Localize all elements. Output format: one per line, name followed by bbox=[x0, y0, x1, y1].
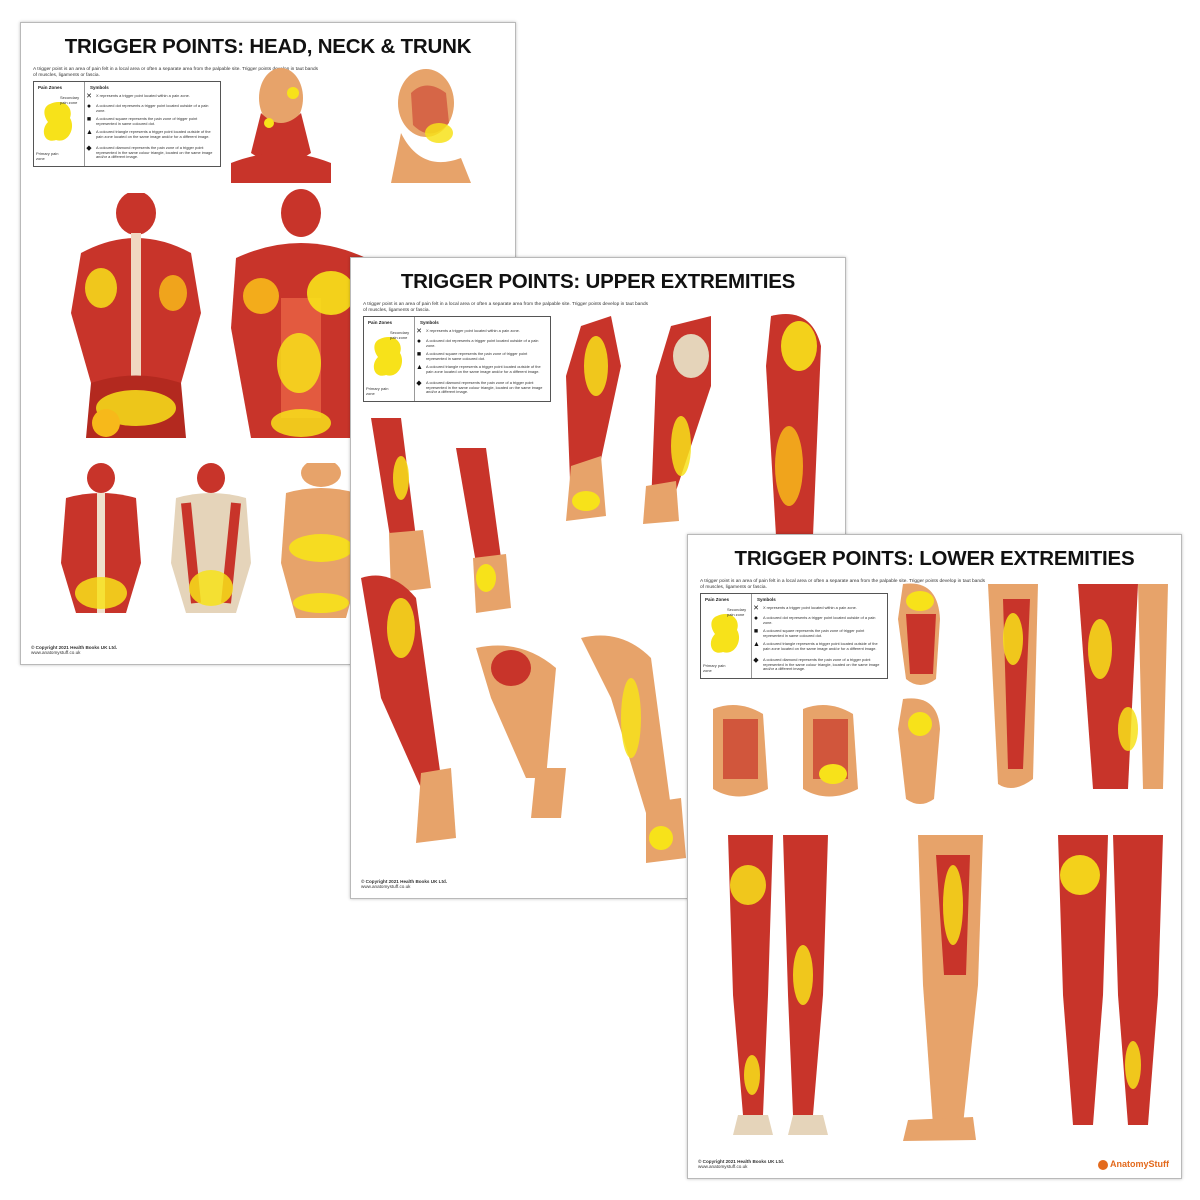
head-side-figure bbox=[391, 69, 471, 183]
foot-dorsal-figures bbox=[713, 705, 858, 797]
intro-text: A trigger point is an area of pain felt … bbox=[33, 67, 319, 78]
diamond-icon: ◆ bbox=[86, 145, 92, 152]
diamond-icon: ◆ bbox=[753, 657, 759, 664]
brand-logo-icon bbox=[1098, 1160, 1108, 1170]
primary-pain-zone-label: Primary pain zone bbox=[36, 151, 59, 161]
copyright-text: © Copyright 2021 Health Books UK Ltd. bbox=[361, 878, 448, 884]
leg-side-figure bbox=[988, 584, 1038, 788]
skin-back-figure bbox=[281, 463, 361, 618]
cross-icon: ✕ bbox=[86, 93, 92, 100]
copyright-block: © Copyright 2021 Health Books UK Ltd. ww… bbox=[361, 879, 447, 890]
copyright-block: © Copyright 2021 Health Books UK Ltd. ww… bbox=[698, 1159, 784, 1170]
poster-lower-extremities: TRIGGER POINTS: LOWER EXTREMITIES A trig… bbox=[687, 534, 1182, 1179]
pain-zone-swatch bbox=[43, 101, 73, 141]
foot-top-figure bbox=[898, 698, 940, 804]
forearm-figure-1 bbox=[371, 418, 431, 593]
back-torso-figure bbox=[71, 193, 201, 438]
arm-figure-5 bbox=[476, 645, 566, 818]
triangle-icon: ▲ bbox=[416, 364, 423, 371]
copyright-text: © Copyright 2021 Health Books UK Ltd. bbox=[31, 644, 118, 650]
arm-figure-1 bbox=[566, 316, 621, 521]
arm-figure-2 bbox=[643, 316, 711, 524]
symbols-header: Symbols bbox=[757, 597, 776, 602]
secondary-pain-zone-label: Secondary pain zone bbox=[60, 95, 80, 105]
leg-back-figure bbox=[1078, 584, 1168, 789]
arm-figure-4 bbox=[361, 575, 456, 843]
website-text: www.anatomystuff.co.uk bbox=[31, 650, 81, 656]
brand-logo: AnatomyStuff bbox=[1098, 1159, 1169, 1170]
legend-box: Pain Zones Secondary pain zone Primary p… bbox=[33, 81, 221, 167]
lower-illustrations-bottom bbox=[728, 835, 1163, 1141]
legs-back-figure bbox=[1058, 835, 1163, 1125]
front-torso-figure bbox=[231, 189, 371, 438]
website-text: www.anatomystuff.co.uk bbox=[698, 1164, 748, 1170]
arm-illustrations-top bbox=[566, 314, 821, 536]
square-icon: ■ bbox=[416, 351, 422, 358]
dot-icon: ● bbox=[416, 338, 422, 345]
back-deep-figure bbox=[61, 463, 141, 613]
dot-icon: ● bbox=[86, 103, 92, 110]
foot-sole-figure bbox=[898, 583, 940, 685]
arm-figure-3 bbox=[766, 314, 821, 536]
pain-zone-swatch bbox=[710, 613, 740, 653]
legend-box: Pain Zones Secondary pain zone Primary p… bbox=[700, 593, 888, 679]
intro-text: A trigger point is an area of pain felt … bbox=[700, 579, 986, 590]
brand-name: AnatomyStuff bbox=[1110, 1159, 1169, 1170]
diamond-icon: ◆ bbox=[416, 380, 422, 387]
copyright-block: © Copyright 2021 Health Books UK Ltd. ww… bbox=[31, 645, 117, 656]
arm-illustrations-bottom bbox=[361, 418, 686, 863]
head-front-figure bbox=[231, 68, 331, 183]
pain-zones-column: Pain Zones Secondary pain zone Primary p… bbox=[34, 82, 85, 166]
legs-front-figure bbox=[728, 835, 828, 1135]
primary-pain-zone-label: Primary pain zone bbox=[703, 663, 726, 673]
symbols-header: Symbols bbox=[420, 320, 439, 325]
forearm-figure-2 bbox=[456, 448, 511, 613]
pain-zones-column: Pain Zones Secondary pain zone Primary p… bbox=[701, 594, 752, 678]
arm-figure-6 bbox=[581, 635, 686, 863]
lower-illustrations-top bbox=[713, 583, 1168, 804]
website-text: www.anatomystuff.co.uk bbox=[361, 884, 411, 890]
dot-icon: ● bbox=[753, 615, 759, 622]
triangle-icon: ▲ bbox=[86, 129, 93, 136]
triangle-icon: ▲ bbox=[753, 641, 760, 648]
pain-zones-header: Pain Zones bbox=[705, 597, 730, 602]
legend-box: Pain Zones Secondary pain zone Primary p… bbox=[363, 316, 551, 402]
symbols-header: Symbols bbox=[90, 85, 109, 90]
square-icon: ■ bbox=[86, 116, 92, 123]
head-neck-illustrations bbox=[231, 68, 471, 183]
secondary-pain-zone-label: Secondary pain zone bbox=[390, 330, 410, 340]
pain-zones-header: Pain Zones bbox=[38, 85, 63, 90]
primary-pain-zone-label: Primary pain zone bbox=[366, 386, 389, 396]
poster-title: TRIGGER POINTS: UPPER EXTREMITIES bbox=[400, 270, 796, 293]
intro-text: A trigger point is an area of pain felt … bbox=[363, 302, 649, 313]
leg-side-large-figure bbox=[903, 835, 983, 1141]
pain-zone-swatch bbox=[373, 336, 403, 376]
pain-zones-header: Pain Zones bbox=[368, 320, 393, 325]
skeleton-back-figure bbox=[171, 463, 251, 613]
copyright-text: © Copyright 2021 Health Books UK Ltd. bbox=[698, 1158, 785, 1164]
pain-zones-column: Pain Zones Secondary pain zone Primary p… bbox=[364, 317, 415, 401]
poster-title: TRIGGER POINTS: LOWER EXTREMITIES bbox=[734, 547, 1135, 570]
lower-torso-figures bbox=[61, 463, 361, 618]
secondary-pain-zone-label: Secondary pain zone bbox=[727, 607, 747, 617]
cross-icon: ✕ bbox=[753, 605, 759, 612]
poster-title: TRIGGER POINTS: HEAD, NECK & TRUNK bbox=[64, 35, 472, 58]
square-icon: ■ bbox=[753, 628, 759, 635]
cross-icon: ✕ bbox=[416, 328, 422, 335]
